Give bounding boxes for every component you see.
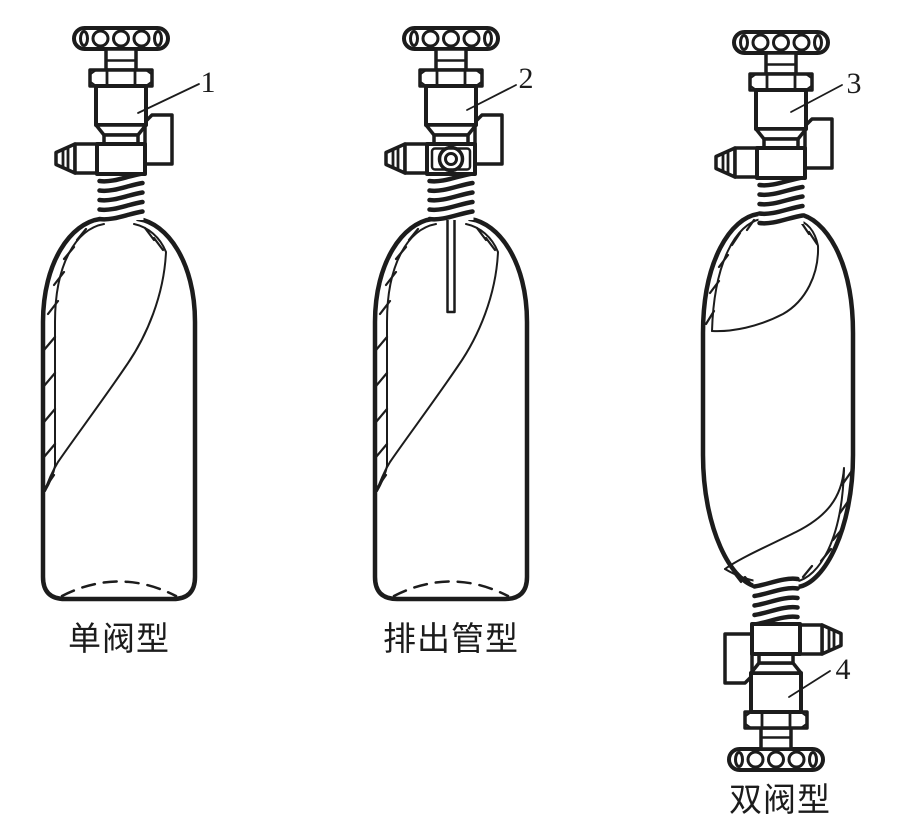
valve-side-port: [430, 145, 472, 173]
valve-assembly-top: [716, 32, 832, 224]
valve-assembly-1: [56, 28, 172, 220]
caption-double-valve-type: 双阀型: [729, 783, 831, 819]
caption-discharge-tube-type: 排出管型: [383, 621, 519, 658]
cylinder-double-valve: 3 4 双阀型: [703, 32, 862, 819]
bottle-body-1: [43, 219, 195, 599]
part-number-3: 3: [847, 67, 862, 100]
cylinder-single-valve: 1 单阀型: [43, 28, 216, 658]
leader-line-3: [790, 84, 843, 113]
dip-tube: [446, 212, 456, 314]
leader-line-4: [788, 670, 831, 698]
cylinder-discharge-tube: 2 排出管型: [375, 28, 534, 658]
part-number-2: 2: [519, 62, 534, 95]
leader-line-2: [466, 84, 517, 111]
part-number-1: 1: [201, 66, 216, 99]
caption-single-valve-type: 单阀型: [68, 622, 170, 658]
leader-line-1: [137, 83, 200, 114]
valve-assembly-2: [386, 28, 502, 220]
capsule-body: [703, 214, 853, 587]
part-number-4: 4: [836, 653, 851, 686]
